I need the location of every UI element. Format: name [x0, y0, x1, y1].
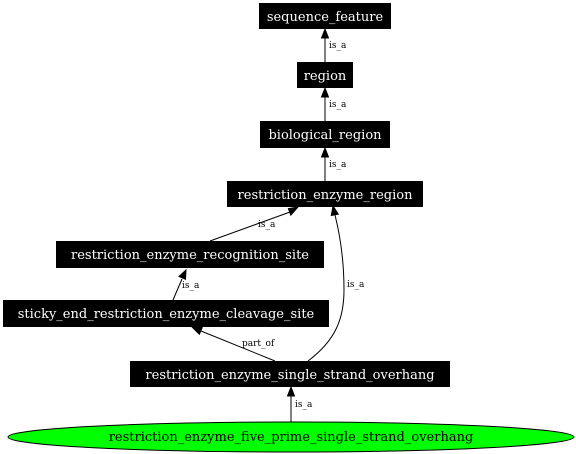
node-restriction-enzyme-five-prime-single-strand-overhang[interactable]: restriction_enzyme_five_prime_single_str… — [7, 421, 575, 453]
node-region[interactable]: region — [297, 62, 353, 88]
node-box — [227, 181, 423, 207]
node-label: sequence_feature — [267, 10, 384, 25]
arrowhead — [178, 268, 187, 281]
edge-curve — [307, 214, 345, 362]
edge-region-sequence-feature: is_a — [320, 27, 347, 62]
edge-line — [209, 211, 291, 242]
node-sequence-feature[interactable]: sequence_feature — [259, 3, 391, 29]
arrowhead — [287, 206, 300, 217]
edge-restriction-enzyme-region-biological-region: is_a — [320, 146, 347, 181]
edge-label: is_a — [329, 100, 347, 110]
node-box — [259, 3, 391, 29]
node-box — [297, 62, 353, 88]
node-box — [56, 241, 324, 268]
edge-line — [172, 278, 183, 301]
edge-label: is_a — [258, 220, 276, 230]
node-label: sticky_end_restriction_enzyme_cleavage_s… — [18, 307, 315, 322]
node-box — [130, 361, 450, 387]
node-sticky-end-restriction-enzyme-cleavage-site[interactable]: sticky_end_restriction_enzyme_cleavage_s… — [3, 300, 329, 327]
node-label: restriction_enzyme_recognition_site — [71, 248, 309, 263]
edge-recognition-site-restriction-enzyme-region: is_a — [209, 206, 300, 242]
node-restriction-enzyme-region[interactable]: restriction_enzyme_region — [227, 181, 423, 207]
arrowhead — [330, 204, 340, 217]
arrowhead — [190, 326, 203, 336]
node-label: region — [304, 69, 347, 84]
node-label: restriction_enzyme_five_prime_single_str… — [109, 430, 474, 445]
edge-label: is_a — [347, 280, 365, 290]
node-box — [3, 300, 329, 327]
node-label: restriction_enzyme_single_strand_overhan… — [145, 368, 434, 383]
node-label: restriction_enzyme_region — [238, 188, 414, 203]
edge-biological-region-region: is_a — [320, 86, 347, 121]
node-biological-region[interactable]: biological_region — [260, 121, 390, 148]
arrowhead — [320, 27, 330, 39]
node-restriction-enzyme-recognition-site[interactable]: restriction_enzyme_recognition_site — [56, 241, 324, 268]
edge-label: is_a — [329, 160, 347, 170]
arrowhead — [286, 385, 296, 397]
edge-label: is_a — [295, 400, 313, 410]
arrowhead — [320, 146, 330, 158]
edge-label: is_a — [329, 41, 347, 51]
edge-label: is_a — [182, 281, 200, 291]
node-restriction-enzyme-single-strand-overhang[interactable]: restriction_enzyme_single_strand_overhan… — [130, 361, 450, 387]
edge-overhang-restriction-enzyme-region: is_a — [307, 204, 365, 362]
node-label: biological_region — [268, 128, 382, 143]
edge-sticky-end-recognition-site: is_a — [172, 268, 200, 301]
node-ellipse — [7, 421, 575, 453]
edge-label: part_of — [242, 339, 275, 349]
edge-overhang-sticky-end: part_of — [190, 326, 276, 362]
arrowhead — [320, 86, 330, 98]
node-box — [260, 121, 390, 148]
edge-five-prime-overhang: is_a — [286, 385, 313, 422]
edge-line — [200, 330, 276, 362]
